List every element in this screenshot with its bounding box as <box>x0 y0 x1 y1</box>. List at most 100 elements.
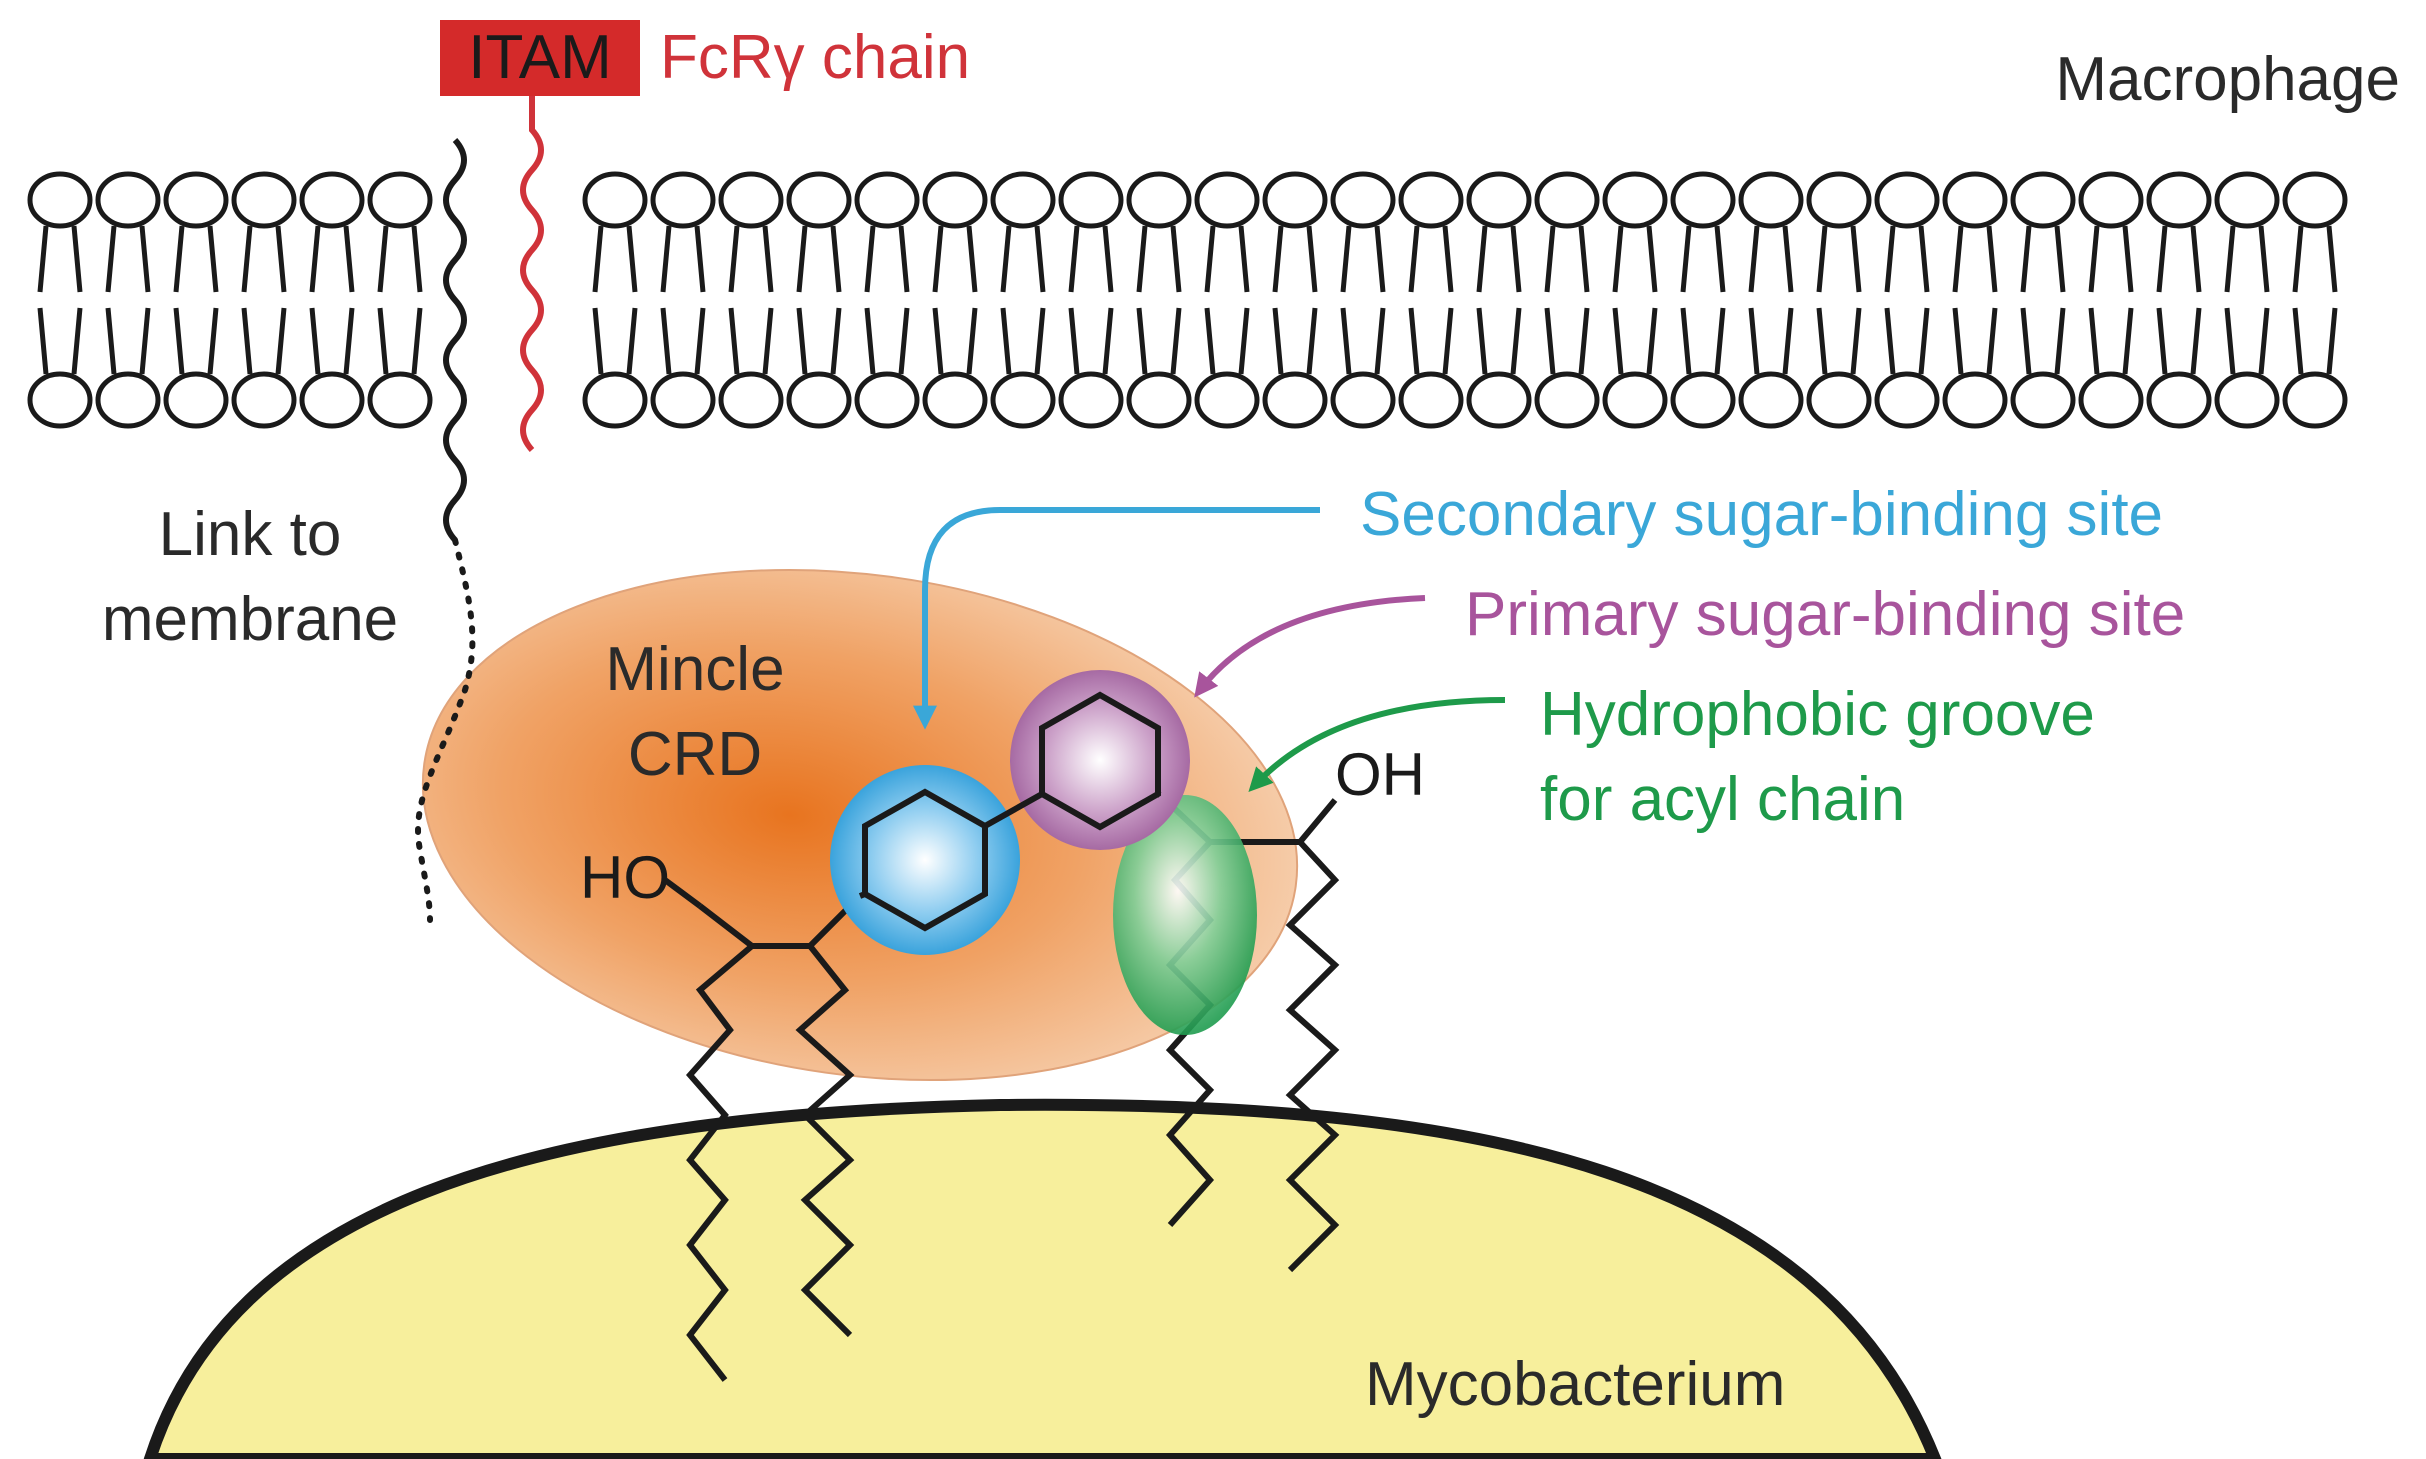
lipid-tail <box>932 225 978 293</box>
lipid-tail <box>864 307 910 375</box>
lipid-tail <box>1816 225 1862 293</box>
lipid-head <box>2078 371 2144 429</box>
lipid-tail <box>1068 225 1114 293</box>
lipid-tail <box>377 225 423 293</box>
lipid-tail <box>105 307 151 375</box>
lipid-head <box>1806 371 1872 429</box>
lipid-tail <box>1952 307 1998 375</box>
acyl-chain-left-1 <box>686 943 754 1382</box>
lipid-tail <box>2020 225 2066 293</box>
lipid-head <box>1262 171 1328 229</box>
lipid-head <box>299 171 365 229</box>
lipid-head <box>1058 171 1124 229</box>
lipid-tail <box>1476 225 1522 293</box>
lipid-head <box>1466 171 1532 229</box>
lipid-tail <box>2020 307 2066 375</box>
lipid-tail <box>660 307 706 375</box>
lipid-tail <box>1476 307 1522 375</box>
primary-site-arrow <box>1194 595 1426 698</box>
fcr-gamma-chain <box>520 90 544 453</box>
lipid-tail <box>377 307 423 375</box>
lipid-head <box>582 371 648 429</box>
lipid-head <box>27 371 93 429</box>
lipid-tail <box>1136 307 1182 375</box>
ring-to-right-chain-link <box>1156 791 1162 798</box>
lipid-tail <box>864 225 910 293</box>
lipid-head <box>95 371 161 429</box>
acyl-chain-left-2 <box>795 944 855 1338</box>
ho-bond <box>663 877 702 909</box>
lipid-head <box>1262 371 1328 429</box>
lipid-head <box>1534 371 1600 429</box>
lipid-head <box>1942 371 2008 429</box>
lipid-tail <box>1000 307 1046 375</box>
lipid-tail <box>1068 307 1114 375</box>
lipid-tail <box>1884 225 1930 293</box>
lipid-head <box>582 171 648 229</box>
lipid-tail <box>1340 307 1386 375</box>
lipid-head <box>2282 371 2348 429</box>
secondary-site-arrow <box>913 507 1320 730</box>
lipid-tail <box>728 225 774 293</box>
lipid-head <box>1874 171 1940 229</box>
lipid-head <box>1398 371 1464 429</box>
lipid-tail <box>1272 225 1318 293</box>
mincle-label-line1: Mincle <box>605 635 784 704</box>
lipid-tail <box>2224 225 2270 293</box>
lipid-head <box>1738 171 1804 229</box>
primary-site-label: Primary sugar-binding site <box>1465 580 2185 649</box>
link-label-line1: Link to <box>159 500 342 569</box>
itam-box <box>440 20 640 96</box>
lipid-head <box>786 171 852 229</box>
lipid-head <box>990 171 1056 229</box>
lipid-tail <box>1884 307 1930 375</box>
lipid-head <box>854 171 920 229</box>
lipid-tail <box>2292 225 2338 293</box>
ho-label: HO <box>580 844 670 911</box>
lipid-tail <box>2156 307 2202 375</box>
lipid-head <box>922 171 988 229</box>
lipid-tail <box>1204 307 1250 375</box>
lipid-tail <box>105 225 151 293</box>
lipid-tail <box>1748 225 1794 293</box>
secondary-site-highlight <box>830 765 1020 955</box>
lipid-head <box>2010 171 2076 229</box>
lipid-head <box>1874 371 1940 429</box>
oh-label: OH <box>1335 741 1425 808</box>
lipid-head <box>1738 371 1804 429</box>
lipid-tail <box>309 225 355 293</box>
lipid-tail <box>173 225 219 293</box>
lipid-tail <box>1612 307 1658 375</box>
groove-label-line1: Hydrophobic groove <box>1540 680 2095 749</box>
lipid-tail <box>728 307 774 375</box>
lipid-tail <box>1544 307 1590 375</box>
lipid-tail <box>1952 225 1998 293</box>
lipid-head <box>231 371 297 429</box>
lipid-head <box>2010 371 2076 429</box>
lipid-head <box>1194 171 1260 229</box>
lipid-head <box>1602 371 1668 429</box>
lipid-head <box>2282 171 2348 229</box>
groove-arrow <box>1248 697 1506 792</box>
lipid-tail <box>2292 307 2338 375</box>
lipid-tail <box>2156 225 2202 293</box>
hydrophobic-groove-highlight <box>1113 795 1257 1035</box>
lipid-tail <box>1204 225 1250 293</box>
lipid-tail <box>37 307 83 375</box>
lipid-head <box>2214 371 2280 429</box>
lipid-head <box>786 371 852 429</box>
lipid-tail <box>796 225 842 293</box>
lipid-tail <box>932 307 978 375</box>
lipid-tail <box>2224 307 2270 375</box>
lipid-head <box>299 371 365 429</box>
lipid-head <box>1126 171 1192 229</box>
lipid-head <box>650 371 716 429</box>
mycobacterium-label: Mycobacterium <box>1365 1350 1785 1419</box>
lipid-head <box>1670 371 1736 429</box>
lipid-head <box>2078 171 2144 229</box>
lipid-head <box>1602 171 1668 229</box>
link-label-line2: membrane <box>102 585 398 654</box>
link-to-membrane-tether <box>415 537 476 923</box>
lipid-tail <box>1680 225 1726 293</box>
